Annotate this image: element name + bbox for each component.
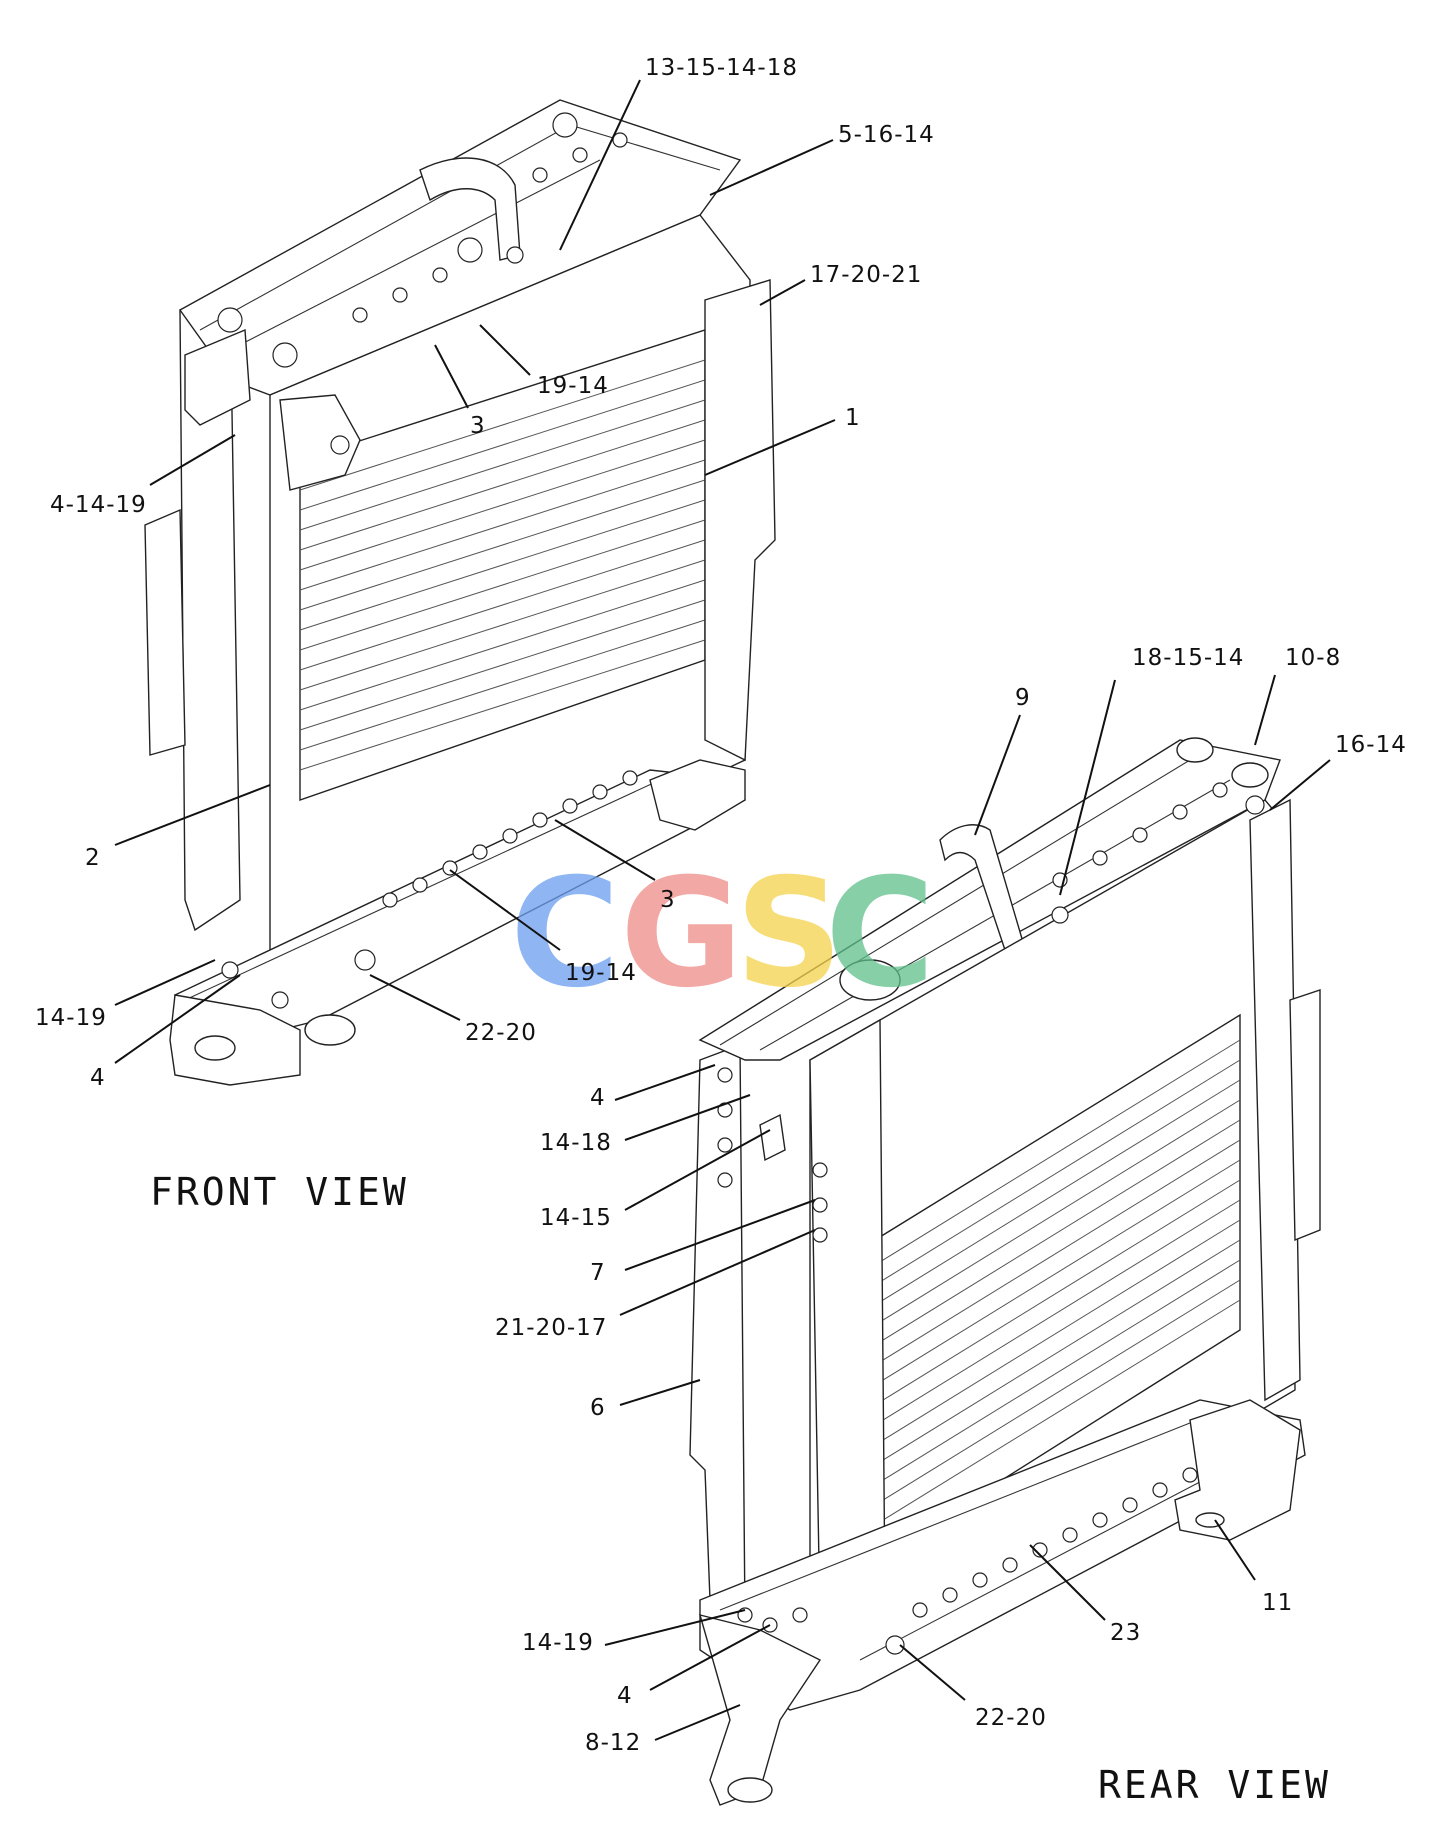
callout-rear-22-20: 22-20 — [975, 1705, 1047, 1731]
rear-side-plate — [689, 1043, 746, 1622]
rear-bottom-bolts — [737, 1467, 1198, 1655]
callout-front-3-top: 3 — [470, 413, 486, 439]
callout-front-14-19: 14-19 — [35, 1005, 107, 1031]
callout-rear-4-top: 4 — [590, 1085, 606, 1111]
front-top-bolts — [217, 112, 628, 368]
callout-rear-4-bottom: 4 — [617, 1683, 633, 1709]
rear-top-bolts — [717, 782, 1265, 1243]
rear-side-bracket — [1289, 989, 1321, 1242]
callout-rear-14-18: 14-18 — [540, 1130, 612, 1156]
rear-callouts: 18-15-14 10-8 9 16-14 4 14-18 14-15 7 21… — [495, 645, 1407, 1807]
front-callouts: 13-15-14-18 5-16-14 17-20-21 19-14 3 1 4… — [35, 55, 935, 1214]
callout-rear-23: 23 — [1110, 1620, 1141, 1646]
rear-view-assembly — [689, 737, 1321, 1806]
cgsc-watermark: C G S C — [510, 847, 935, 1021]
rear-right-foot — [1174, 1399, 1301, 1541]
callout-rear-21-20-17: 21-20-17 — [495, 1315, 607, 1341]
callout-front-2: 2 — [85, 845, 101, 871]
rear-core-fins — [874, 1039, 1241, 1526]
callout-front-22-20: 22-20 — [465, 1020, 537, 1046]
watermark-letter-3: S — [735, 847, 843, 1021]
rear-view-title: REAR VIEW — [1098, 1763, 1331, 1807]
callout-rear-7: 7 — [590, 1260, 606, 1286]
front-view-assembly — [144, 99, 776, 1086]
callout-front-13-15-14-18: 13-15-14-18 — [645, 55, 798, 81]
callout-rear-14-15: 14-15 — [540, 1205, 612, 1231]
callout-rear-6: 6 — [590, 1395, 606, 1421]
callout-front-3-bottom: 3 — [660, 887, 676, 913]
front-side-bracket — [144, 508, 186, 756]
watermark-letter-2: G — [620, 847, 743, 1021]
callout-rear-11: 11 — [1262, 1590, 1293, 1616]
callout-front-17-20-21: 17-20-21 — [810, 262, 922, 288]
callout-rear-8-12: 8-12 — [585, 1730, 641, 1756]
callout-front-4-14-19: 4-14-19 — [50, 492, 147, 518]
callout-rear-18-15-14: 18-15-14 — [1132, 645, 1244, 671]
callout-rear-14-19: 14-19 — [522, 1630, 594, 1656]
callout-front-5-16-14: 5-16-14 — [838, 122, 935, 148]
front-side-plate — [704, 279, 776, 762]
front-bottom-bolts — [221, 770, 638, 1009]
front-upper-bracket — [279, 394, 361, 491]
callout-front-19-14-bottom: 19-14 — [565, 960, 637, 986]
callout-rear-10-8: 10-8 — [1285, 645, 1341, 671]
watermark-letter-4: C — [825, 847, 935, 1021]
front-view-title: FRONT VIEW — [150, 1170, 409, 1214]
front-foot — [169, 994, 301, 1086]
watermark-letter-1: C — [510, 847, 620, 1021]
front-core-fins — [299, 359, 706, 771]
front-fill-neck — [184, 328, 251, 426]
callout-rear-9: 9 — [1015, 685, 1031, 711]
callout-rear-16-14: 16-14 — [1335, 732, 1407, 758]
callout-front-19-14-top: 19-14 — [537, 373, 609, 399]
callout-front-1: 1 — [845, 405, 861, 431]
rear-fill-cap — [839, 959, 901, 1001]
callout-front-4: 4 — [90, 1065, 106, 1091]
